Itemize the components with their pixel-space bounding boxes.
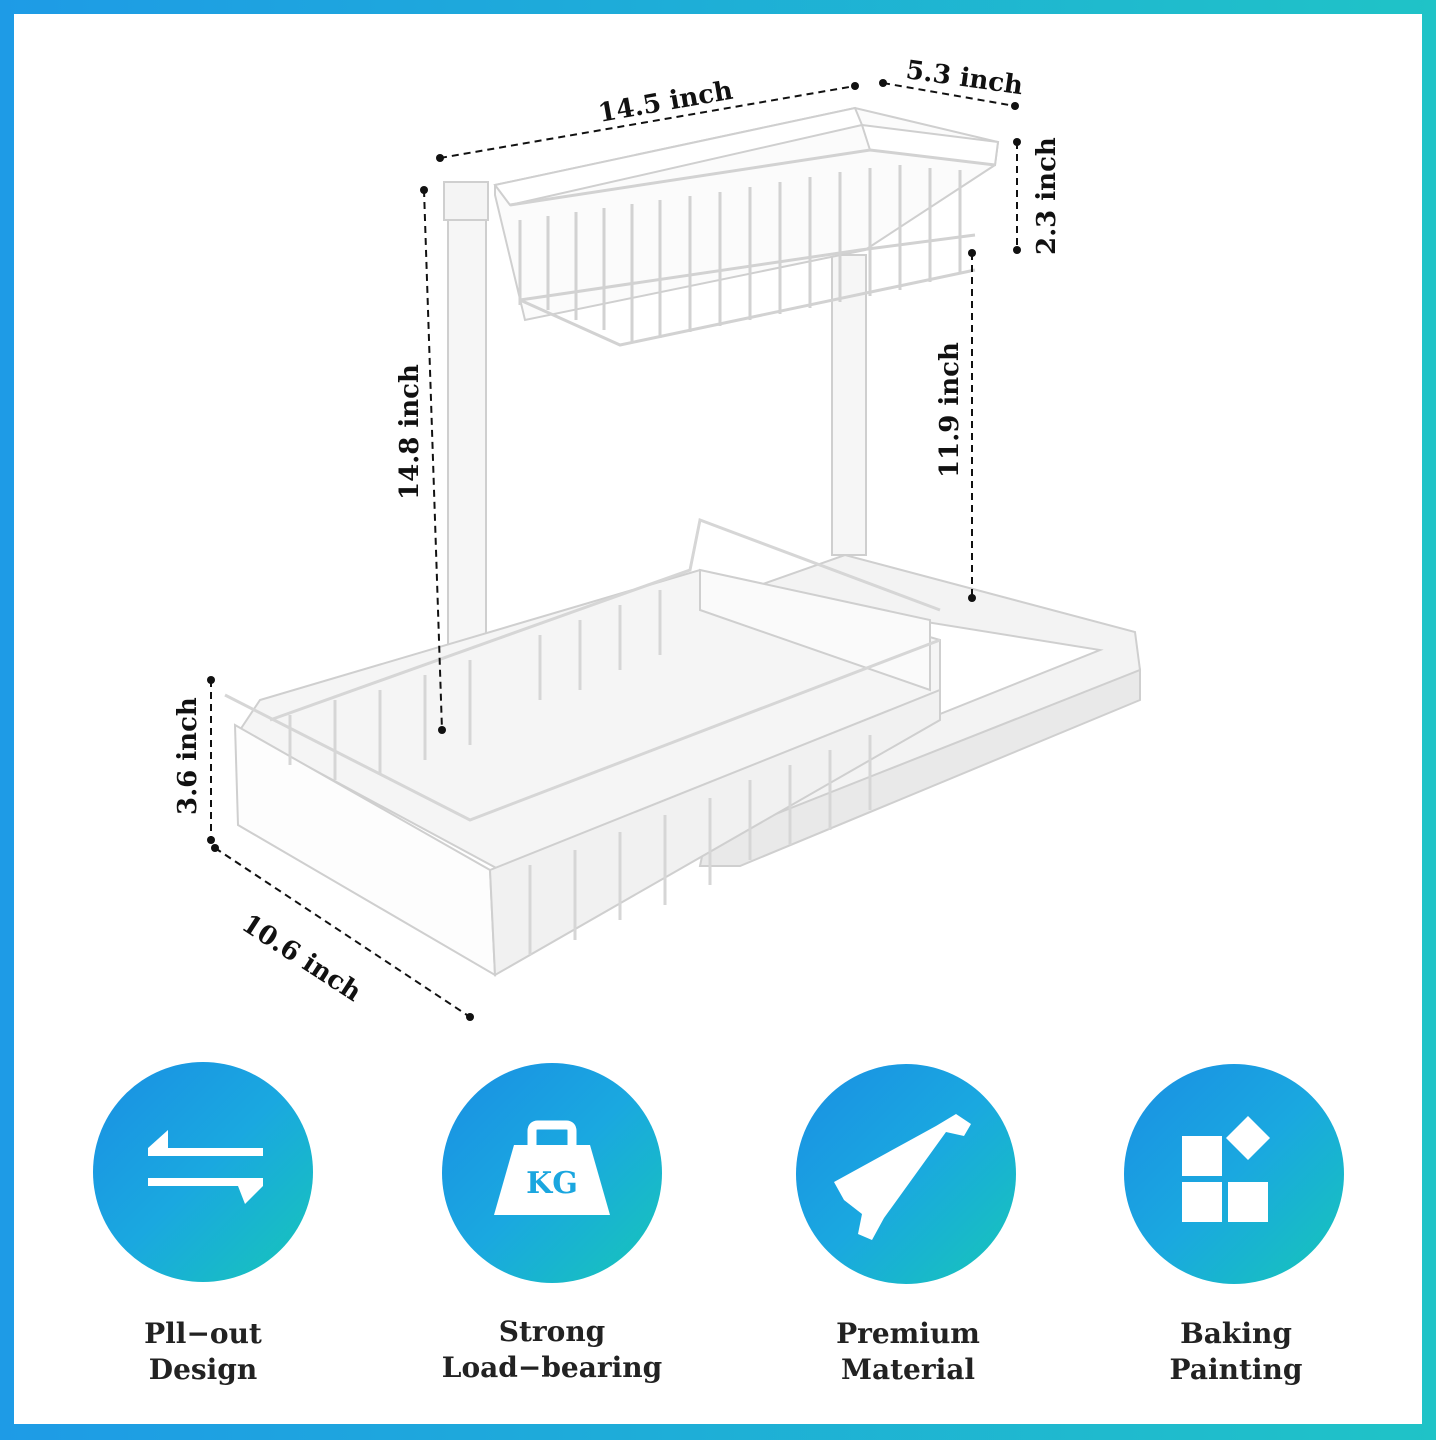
feature-line2: Load−bearing [441,1351,663,1384]
dim-bottom-basket-height-label: 3.6 inch [173,697,203,815]
dim-total-height-label: 14.8 inch [395,364,425,500]
bottom-basket [233,568,941,977]
dim-height-top-basket-label: 2.3 inch [1032,137,1062,255]
feature-circle-painting [1124,1064,1344,1284]
feature-label-pull-out: Pll−out Design [53,1316,353,1388]
product-diagram: 14.5 inch 5.3 inch 2.3 inch 14.8 inch 11… [173,55,1142,1021]
feature-circle-pull-out [93,1062,313,1282]
dim-depth-bottom-label: 10.6 inch [236,909,366,1008]
feature-line2: Material [840,1353,976,1386]
feature-circle-load-bearing: KG [442,1063,662,1283]
feature-line2: Painting [1169,1353,1303,1386]
feature-circle-material [796,1064,1016,1284]
feature-label-load-bearing: Strong Load−bearing [402,1314,702,1386]
feature-label-material: Premium Material [758,1316,1058,1388]
feature-label-painting: Baking Painting [1086,1316,1386,1388]
feature-line1: Premium [836,1317,980,1350]
dim-depth-top-label: 5.3 inch [904,55,1025,101]
feature-line1: Baking [1180,1317,1292,1350]
steel-beam-icon [834,1114,971,1240]
dim-gap-height-label: 11.9 inch [935,342,965,478]
feature-line1: Strong [498,1315,606,1348]
dimension-lines [210,82,1018,1018]
feature-line1: Pll−out [144,1317,262,1350]
bottom-basket-wires [224,517,941,955]
dim-width-top-label: 14.5 inch [596,76,735,129]
paint-blocks-icon [1182,1116,1270,1222]
kg-weight-icon: KG [494,1120,610,1215]
kg-text: KG [526,1166,578,1201]
feature-line2: Design [148,1353,258,1386]
dimension-endpoints [207,79,1021,1021]
top-basket-wires [509,148,996,347]
pull-out-arrows-icon [148,1130,263,1204]
